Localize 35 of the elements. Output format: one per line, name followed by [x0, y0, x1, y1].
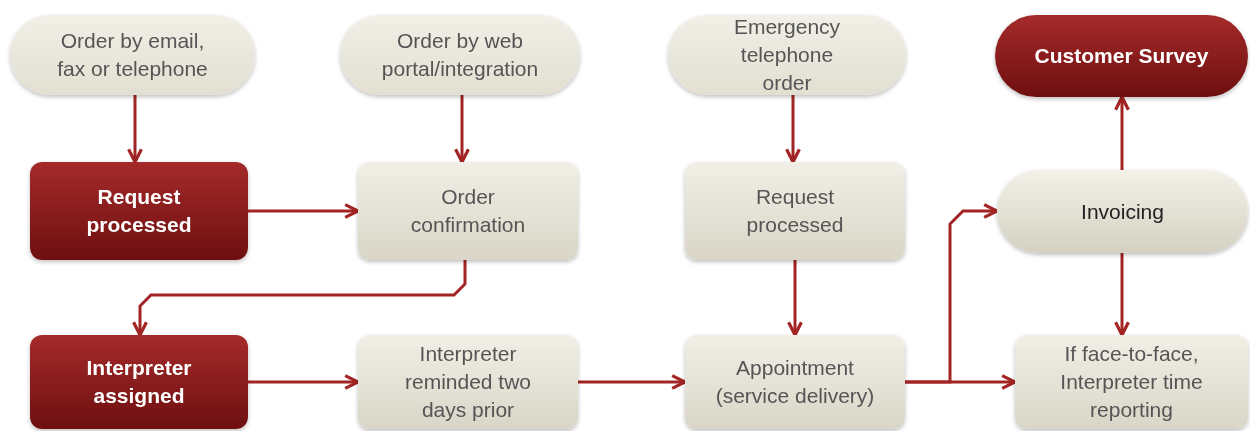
- order-source-pill: [340, 15, 580, 95]
- node-label: Emergency telephone order: [732, 14, 842, 96]
- process-box: [685, 335, 905, 429]
- arrow: [248, 203, 360, 219]
- arrow: [787, 260, 803, 337]
- node-label: Order by web portal/integration: [380, 28, 540, 82]
- order-source-pill: [10, 15, 255, 95]
- process-box: [1015, 335, 1248, 429]
- process-box: [30, 335, 248, 429]
- process-box: [358, 335, 578, 429]
- node-label: Invoicing: [1081, 198, 1164, 225]
- arrow: [127, 95, 143, 164]
- node-label: Customer Survey: [1034, 43, 1209, 69]
- arrow: [454, 95, 470, 164]
- node-label: Request processed: [85, 184, 193, 238]
- arrow: [132, 260, 467, 337]
- node-label: Request processed: [745, 184, 845, 238]
- process-pill: [997, 170, 1248, 253]
- arrow: [785, 95, 801, 164]
- order-source-pill: [668, 15, 906, 95]
- node-label: Interpreter assigned: [85, 355, 193, 409]
- process-box: [358, 162, 578, 260]
- node-label: If face-to-face, Interpreter time reporting: [1059, 341, 1204, 423]
- node-label: Interpreter reminded two days prior: [403, 341, 533, 423]
- node-label: Appointment (service delivery): [714, 355, 876, 409]
- arrow: [1114, 95, 1130, 170]
- arrow: [248, 374, 360, 390]
- arrow: [1114, 253, 1130, 337]
- node-label: Order by email, fax or telephone: [56, 28, 209, 82]
- arrow: [905, 374, 1017, 390]
- process-box: [685, 162, 905, 260]
- arrow: [578, 374, 687, 390]
- survey-pill: [995, 15, 1248, 97]
- process-box: [30, 162, 248, 260]
- node-label: Order confirmation: [409, 184, 527, 238]
